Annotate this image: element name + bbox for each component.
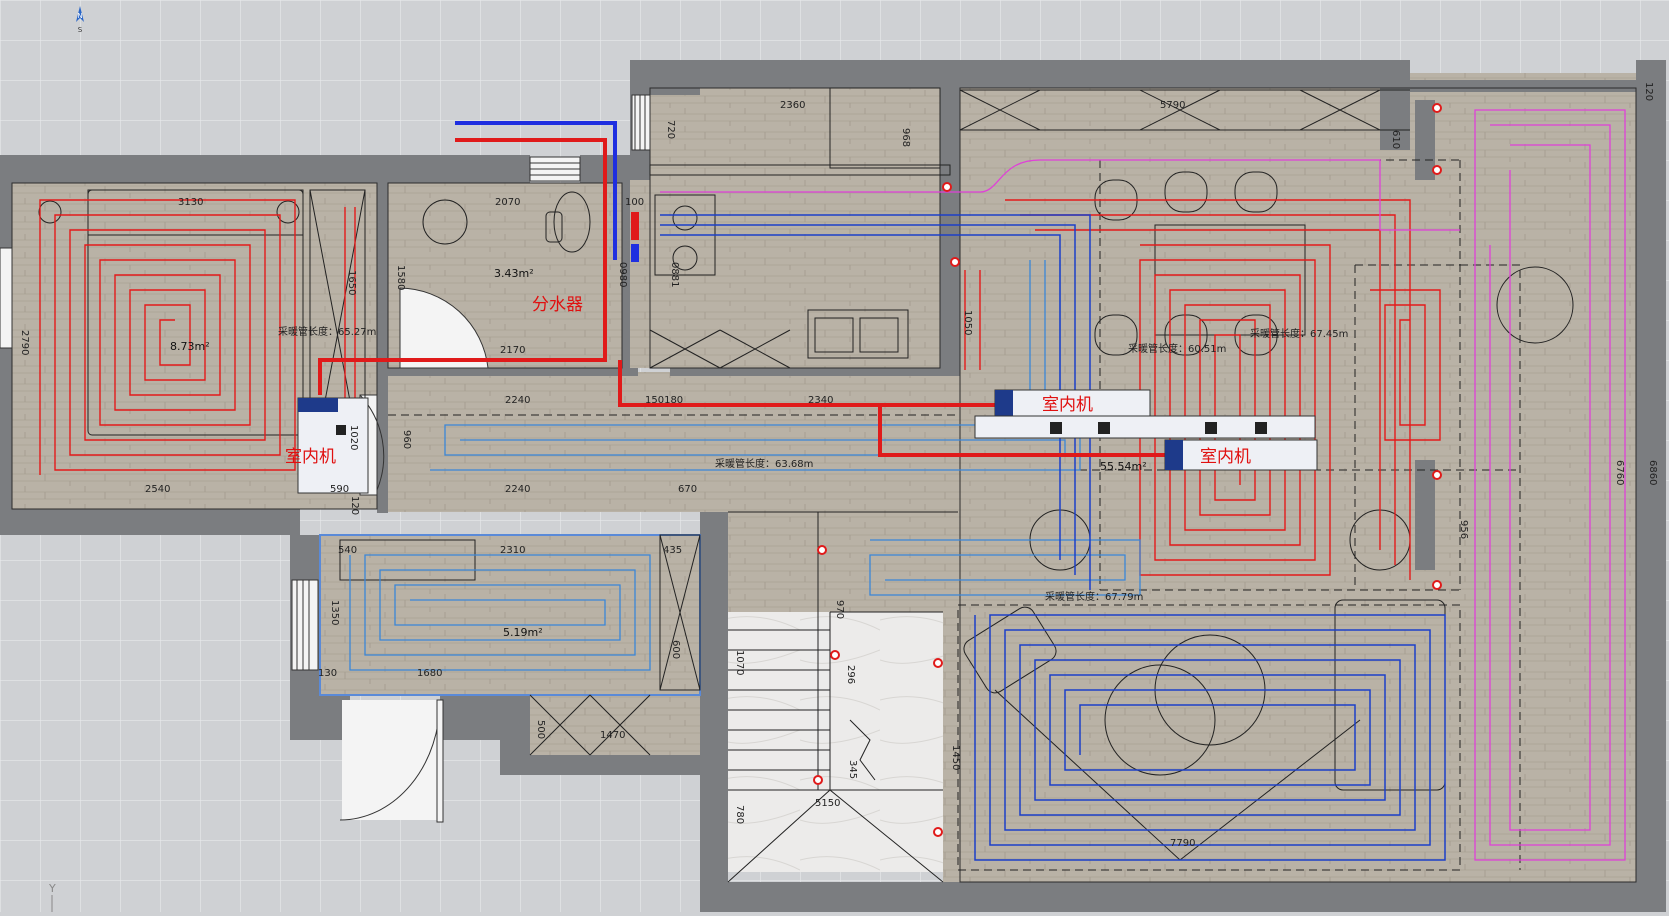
- svg-text:100: 100: [625, 197, 644, 208]
- svg-text:3130: 3130: [178, 197, 203, 208]
- indoor-unit-label-2: 室内机: [1200, 447, 1251, 467]
- walls: [0, 60, 1666, 912]
- indoor-unit-label-1: 室内机: [1042, 395, 1093, 415]
- svg-text:345: 345: [847, 760, 858, 779]
- svg-text:5790: 5790: [1160, 100, 1185, 111]
- svg-text:150180: 150180: [645, 395, 683, 406]
- svg-text:7790: 7790: [1170, 838, 1195, 849]
- svg-text:1070: 1070: [734, 650, 745, 675]
- indoor-units: [297, 212, 1318, 494]
- svg-text:1680: 1680: [417, 668, 442, 679]
- svg-text:1580: 1580: [395, 265, 406, 290]
- svg-text:600: 600: [670, 640, 681, 659]
- svg-text:2340: 2340: [808, 395, 833, 406]
- axis-y-label: Y: [48, 882, 56, 895]
- pipe-length-dining: 采暖管长度：60.51m: [1128, 342, 1226, 355]
- pipe-length-east: 采暖管长度：67.45m: [1250, 327, 1348, 340]
- svg-text:968: 968: [900, 128, 911, 147]
- dimension-labels: 3130 2070 100 2360 5790 120 720 968 610 …: [19, 82, 1658, 849]
- svg-text:2310: 2310: [500, 545, 525, 556]
- pipe-markers: [813, 103, 1442, 837]
- area-study: 5.19m²: [503, 626, 543, 639]
- pipe-length-corridor: 采暖管长度：63.68m: [715, 457, 813, 470]
- svg-text:2070: 2070: [495, 197, 520, 208]
- svg-text:1450: 1450: [950, 745, 961, 770]
- svg-text:960: 960: [401, 430, 412, 449]
- svg-text:435: 435: [663, 545, 682, 556]
- svg-text:610: 610: [1390, 130, 1401, 149]
- svg-text:1050: 1050: [962, 310, 973, 335]
- svg-text:0881: 0881: [669, 262, 680, 287]
- svg-text:720: 720: [665, 120, 676, 139]
- supply-lines: [318, 121, 1180, 457]
- indoor-unit-label-3: 室内机: [285, 447, 336, 467]
- svg-text:2360: 2360: [780, 100, 805, 111]
- svg-text:2240: 2240: [505, 484, 530, 495]
- compass-north: N: [77, 12, 82, 20]
- svg-text:2790: 2790: [19, 330, 30, 355]
- manifold-label: 分水器: [532, 295, 583, 315]
- area-bedroom: 8.73m²: [170, 340, 210, 353]
- compass-south: S: [78, 26, 83, 34]
- corridor-floor: [388, 372, 958, 512]
- svg-text:2240: 2240: [505, 395, 530, 406]
- svg-text:296: 296: [845, 665, 856, 684]
- study-floor: [320, 535, 700, 695]
- furniture: [38, 87, 1574, 883]
- pipe-length-living: 采暖管长度：67.79m: [1045, 590, 1143, 603]
- svg-text:590: 590: [330, 484, 349, 495]
- svg-text:1020: 1020: [348, 425, 359, 450]
- main-hall-floor: [958, 73, 1636, 883]
- svg-text:2170: 2170: [500, 345, 525, 356]
- svg-text:130: 130: [318, 668, 337, 679]
- heating-pipes-navy: [660, 214, 1446, 861]
- svg-text:2540: 2540: [145, 484, 170, 495]
- study-alcove-floor: [530, 695, 700, 755]
- area-bath: 3.43m²: [494, 267, 534, 280]
- pipe-length-bedroom: 采暖管长度：65.27m: [278, 325, 376, 338]
- svg-text:970: 970: [834, 600, 845, 619]
- svg-text:120: 120: [349, 496, 360, 515]
- svg-text:1470: 1470: [600, 730, 625, 741]
- svg-text:956: 956: [1458, 520, 1469, 539]
- svg-text:6860: 6860: [1647, 460, 1658, 485]
- area-dining: 55.54m²: [1100, 460, 1147, 473]
- floor-areas: [12, 73, 1636, 883]
- heating-pipes-magenta: [660, 109, 1626, 861]
- svg-text:0980: 0980: [617, 262, 628, 287]
- compass: N S: [76, 6, 84, 34]
- svg-text:5150: 5150: [815, 798, 840, 809]
- svg-text:540: 540: [338, 545, 357, 556]
- svg-text:780: 780: [734, 805, 745, 824]
- stair-landing-floor: [728, 512, 958, 612]
- svg-text:6760: 6760: [1614, 460, 1625, 485]
- svg-text:120: 120: [1643, 82, 1654, 101]
- kitchen-floor: [630, 73, 958, 368]
- svg-text:500: 500: [535, 720, 546, 739]
- svg-text:1350: 1350: [329, 600, 340, 625]
- svg-text:670: 670: [678, 484, 697, 495]
- svg-text:1650: 1650: [346, 270, 357, 295]
